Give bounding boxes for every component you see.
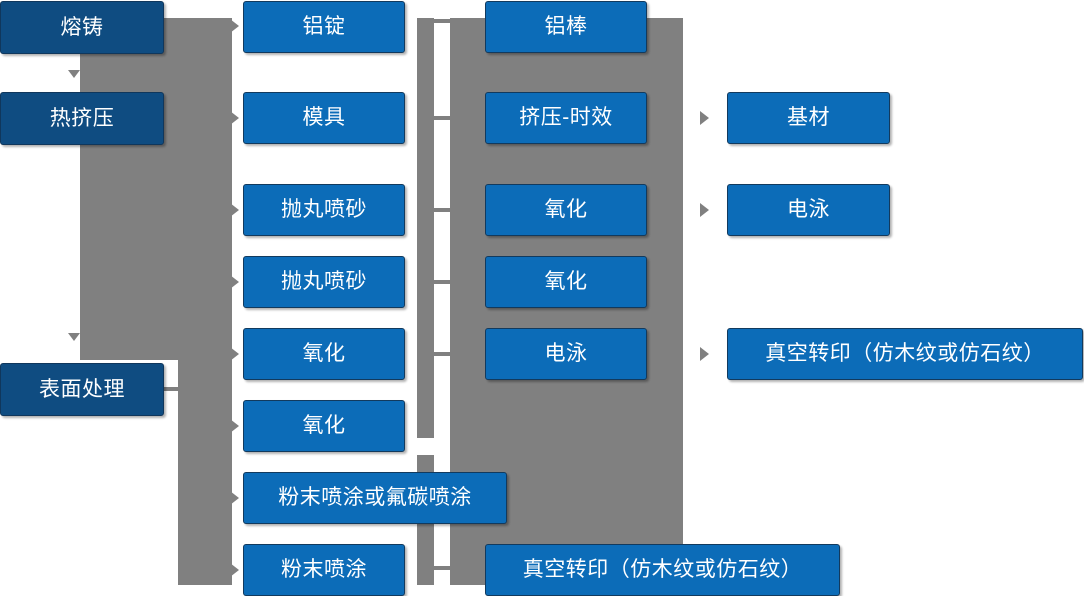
stage-box-melting-casting[interactable]: 熔铸 bbox=[0, 1, 164, 54]
stage-label-hot-extrusion: 热挤压 bbox=[49, 106, 115, 130]
arrow-to-electrophoresis-output bbox=[700, 203, 709, 217]
label-powder-coating: 粉末喷涂 bbox=[281, 558, 367, 582]
arrow-to-powder-coating bbox=[230, 563, 239, 577]
box-oxidation-col2-2[interactable]: 氧化 bbox=[243, 400, 405, 452]
connector-surface-to-band bbox=[160, 387, 182, 391]
box-powder-coating[interactable]: 粉末喷涂 bbox=[243, 544, 405, 596]
arrow-down-melting-to-extrusion bbox=[68, 70, 80, 78]
stage-label-surface-treatment: 表面处理 bbox=[39, 377, 125, 401]
label-oxidation-col2-2: 氧化 bbox=[302, 414, 346, 438]
box-shot-blasting-2[interactable]: 抛丸喷砂 bbox=[243, 256, 405, 308]
arrow-to-mold bbox=[230, 111, 239, 125]
label-vacuum-transfer-output: 真空转印（仿木纹或仿石纹） bbox=[765, 342, 1045, 366]
label-mold: 模具 bbox=[302, 106, 346, 130]
box-powder-or-fluorocarbon-coating[interactable]: 粉末喷涂或氟碳喷涂 bbox=[243, 472, 507, 524]
arrow-down-extrusion-to-surface bbox=[68, 333, 80, 341]
stage-band-top bbox=[80, 18, 178, 360]
box-vacuum-transfer-output[interactable]: 真空转印（仿木纹或仿石纹） bbox=[727, 328, 1083, 380]
arrow-to-oxidation-col2-2 bbox=[230, 419, 239, 433]
label-aluminum-bar: 铝棒 bbox=[544, 15, 588, 39]
arrow-to-shot-blasting-2 bbox=[230, 275, 239, 289]
tie-row-6 bbox=[433, 566, 451, 570]
box-oxidation-col3-2[interactable]: 氧化 bbox=[485, 256, 647, 308]
box-extrusion-aging[interactable]: 挤压-时效 bbox=[485, 92, 647, 144]
tie-row-2 bbox=[433, 116, 451, 120]
stage-box-hot-extrusion[interactable]: 热挤压 bbox=[0, 92, 164, 145]
label-oxidation-col3-1: 氧化 bbox=[544, 198, 588, 222]
stage-band-lower bbox=[178, 18, 232, 585]
box-base-material[interactable]: 基材 bbox=[727, 92, 890, 144]
label-shot-blasting-1: 抛丸喷砂 bbox=[281, 198, 367, 222]
box-vacuum-transfer-col3[interactable]: 真空转印（仿木纹或仿石纹） bbox=[485, 544, 840, 596]
arrow-to-aluminum-ingot bbox=[230, 19, 239, 33]
label-oxidation-col3-2: 氧化 bbox=[544, 270, 588, 294]
rail-left bbox=[417, 18, 434, 438]
box-shot-blasting-1[interactable]: 抛丸喷砂 bbox=[243, 184, 405, 236]
box-mold[interactable]: 模具 bbox=[243, 92, 405, 144]
label-shot-blasting-2: 抛丸喷砂 bbox=[281, 270, 367, 294]
box-oxidation-col3-1[interactable]: 氧化 bbox=[485, 184, 647, 236]
stage-label-melting-casting: 熔铸 bbox=[60, 15, 104, 39]
label-extrusion-aging: 挤压-时效 bbox=[519, 106, 613, 130]
label-powder-or-fluorocarbon-coating: 粉末喷涂或氟碳喷涂 bbox=[278, 486, 472, 510]
box-aluminum-bar[interactable]: 铝棒 bbox=[485, 1, 647, 53]
box-aluminum-ingot[interactable]: 铝锭 bbox=[243, 1, 405, 53]
label-oxidation-col2-1: 氧化 bbox=[302, 342, 346, 366]
label-electrophoresis-output: 电泳 bbox=[787, 198, 830, 222]
label-base-material: 基材 bbox=[787, 106, 830, 130]
arrow-to-base-material bbox=[700, 111, 709, 125]
arrow-to-shot-blasting-1 bbox=[230, 203, 239, 217]
arrow-to-oxidation-col2-1 bbox=[230, 347, 239, 361]
arrow-to-vacuum-transfer-output bbox=[700, 347, 709, 361]
tie-row-5 bbox=[433, 352, 451, 356]
label-vacuum-transfer-col3: 真空转印（仿木纹或仿石纹） bbox=[522, 558, 803, 582]
box-electrophoresis-output[interactable]: 电泳 bbox=[727, 184, 890, 236]
stage-box-surface-treatment[interactable]: 表面处理 bbox=[0, 363, 164, 416]
box-electrophoresis-col3[interactable]: 电泳 bbox=[485, 328, 647, 380]
box-oxidation-col2-1[interactable]: 氧化 bbox=[243, 328, 405, 380]
arrow-to-powder-or-fluorocarbon-coating bbox=[230, 491, 239, 505]
tie-row-1 bbox=[433, 19, 451, 23]
label-aluminum-ingot: 铝锭 bbox=[302, 15, 346, 39]
tie-row-3 bbox=[433, 208, 451, 212]
label-electrophoresis-col3: 电泳 bbox=[544, 342, 588, 366]
tie-row-4 bbox=[433, 280, 451, 284]
